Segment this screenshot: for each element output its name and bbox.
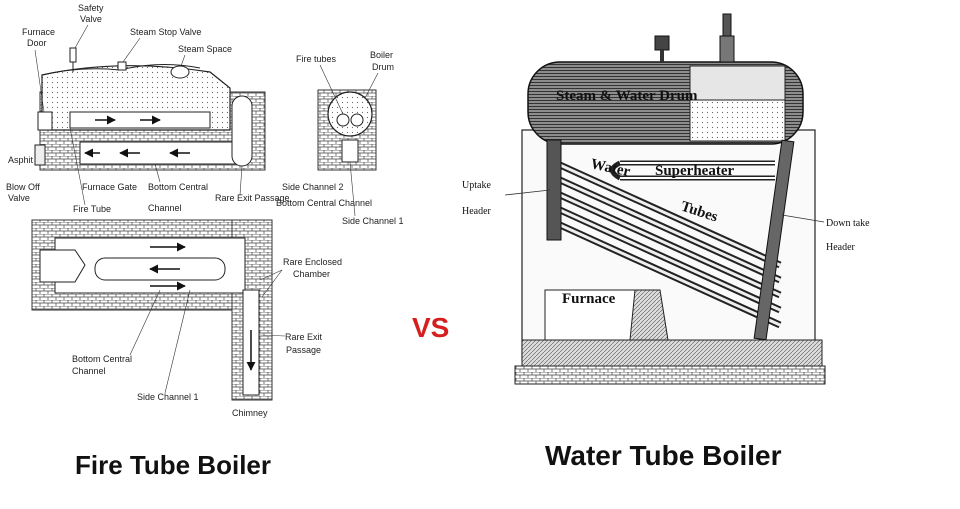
rear-chamber [231,95,253,167]
bridge-wall [629,289,669,341]
bottom-flue [79,141,246,165]
cross-tube [350,113,364,127]
leader-line [259,269,283,281]
leader-line [74,24,89,49]
label-furnace-door-2: Door [27,38,47,48]
leader-line [129,289,161,356]
label-rare-exit-passage-1: Rare Exit [285,332,323,342]
label-superheater: Superheater [655,163,734,179]
leader-line [180,54,186,67]
foundation [521,339,823,371]
leader-line [261,269,283,298]
label-side-channel-2: Side Channel 2 [282,182,344,192]
label-bottom-central-channel-bottom-2: Channel [72,366,106,376]
versus-text: VS [412,312,450,343]
label-bottom-central-channel-2: Channel [148,203,182,213]
label-furnace-gate: Furnace Gate [82,182,137,192]
leader-line [781,214,825,223]
water-tube-boiler-figure: Steam & Water Drum Water Superheater Tub… [462,13,870,385]
down-take-header [753,139,795,341]
label-blow-off-valve-2: Valve [8,193,30,203]
leader-line [122,37,141,63]
top-valve-stem [660,50,664,62]
label-rare-enclosed-chamber-2: Chamber [293,269,330,279]
leader-line [239,165,243,196]
label-steam-stop-valve: Steam Stop Valve [130,27,201,37]
superheater-coil-highlight [620,162,775,179]
label-steam-space: Steam Space [178,44,232,54]
furnace-door [37,111,53,131]
label-side-channel-1-bottom: Side Channel 1 [137,392,199,402]
label-down-take-header-2: Header [826,242,856,253]
label-furnace-door-1: Furnace [22,27,55,37]
label-bottom-central-channel-1: Bottom Central [148,182,208,192]
drum-water [689,99,786,142]
asphit [34,144,46,166]
leader-line [69,127,86,206]
label-steam-water-drum: Steam & Water Drum [556,88,698,104]
cross-drum [327,91,373,137]
leader-line [164,289,191,394]
leader-line [319,64,344,115]
label-uptake-header-1: Uptake [462,180,491,191]
label-bottom-central-channel-side: Bottom Central Channel [276,198,372,208]
leader-line [154,163,161,183]
furnace-box [544,289,636,341]
leader-line [364,72,379,99]
steam-stop-valve-body [117,61,127,71]
label-rare-exit-passage: Rare Exit Passage [215,193,290,203]
water-tube-caption: Water Tube Boiler [545,440,782,471]
label-uptake-header-2: Header [462,206,492,217]
safety-valve [722,13,732,37]
top-valve [654,35,670,51]
leader-line [34,49,45,113]
plan-front [39,249,86,283]
leader-line [258,334,286,337]
label-fire-tubes: Fire tubes [296,54,337,64]
label-blow-off-valve-1: Blow Off [6,182,40,192]
label-down-take-header-1: Down take [826,218,870,229]
cross-tube [336,113,350,127]
water-tube-highlight [559,163,781,327]
leader-line [504,189,551,196]
label-boiler-drum-2: Drum [372,62,394,72]
water-tubes [558,161,782,329]
label-chimney: Chimney [232,408,268,418]
label-furnace: Furnace [562,291,616,307]
label-safety-valve-2: Valve [80,14,102,24]
label-boiler-drum-1: Boiler [370,50,393,60]
label-safety-valve-1: Safety [78,3,104,13]
fire-tube-plan-view: Rare Enclosed Chamber Rare Exit Passage … [31,219,342,418]
label-asphit: Asphit [8,155,34,165]
cross-channel [341,139,359,163]
safety-valve-base [719,35,735,63]
base [514,365,826,385]
label-bottom-central-channel-bottom-1: Bottom Central [72,354,132,364]
safety-valve-body [69,47,77,63]
leader-line [349,161,356,217]
label-rare-exit-passage-2: Passage [286,345,321,355]
label-fire-tube: Fire Tube [73,204,111,214]
steam-space-dome [170,65,190,79]
fire-tube-side-section: Safety Valve Steam Stop Valve Furnace Do… [6,3,290,214]
label-rare-enclosed-chamber-1: Rare Enclosed [283,257,342,267]
fire-tube-caption: Fire Tube Boiler [75,450,271,480]
fire-tube-cross-section: Fire tubes Boiler Drum Side Channel 2 Bo… [276,50,404,226]
label-side-channel-1-top: Side Channel 1 [342,216,404,226]
